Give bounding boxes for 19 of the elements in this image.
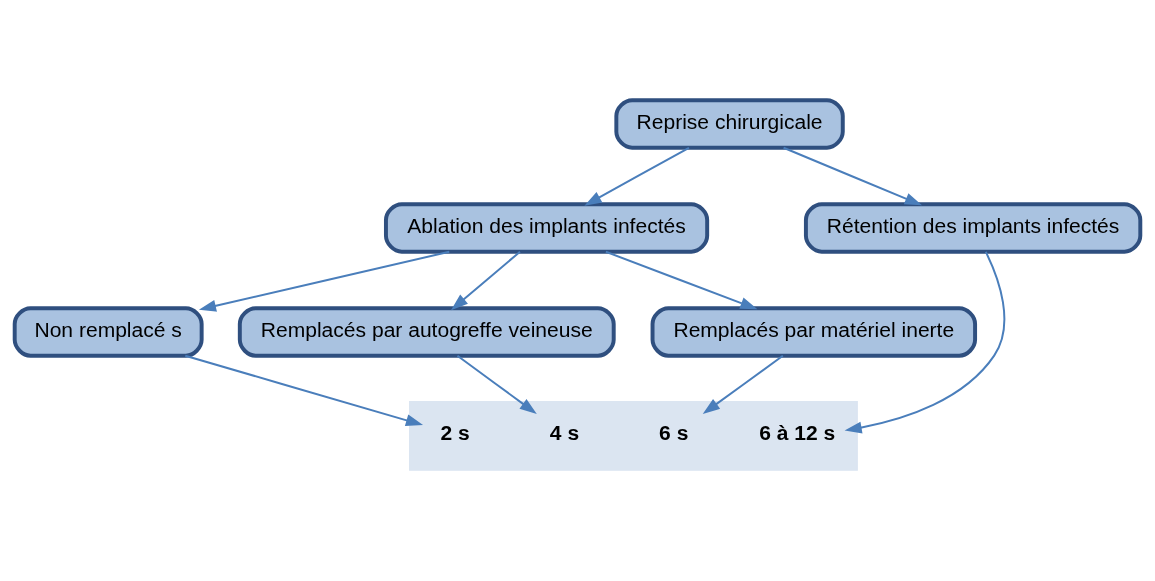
node-box: Remplacés par matériel inerte <box>650 306 978 358</box>
arrow <box>604 250 758 310</box>
node-text: 2 s <box>440 420 470 444</box>
node-box: Remplacés par autogreffe veineuse <box>237 306 616 358</box>
node-box: Non remplacé s <box>12 306 204 358</box>
arrow <box>198 250 451 312</box>
arrow <box>184 354 423 427</box>
node-text: 6 à 12 s <box>759 420 836 444</box>
arrow <box>782 146 922 206</box>
arrow <box>702 354 784 414</box>
node-box: Reprise chirurgicale <box>614 98 845 150</box>
node-box: Rétention des implants infectés <box>803 202 1143 254</box>
node-text: 6 s <box>659 420 689 444</box>
node-text: 4 s <box>549 420 580 444</box>
arrow <box>844 250 1006 434</box>
arrow <box>451 250 521 311</box>
node-box: Ablation des implants infectés <box>383 202 710 254</box>
arrow <box>456 354 537 414</box>
arrow <box>584 146 690 206</box>
